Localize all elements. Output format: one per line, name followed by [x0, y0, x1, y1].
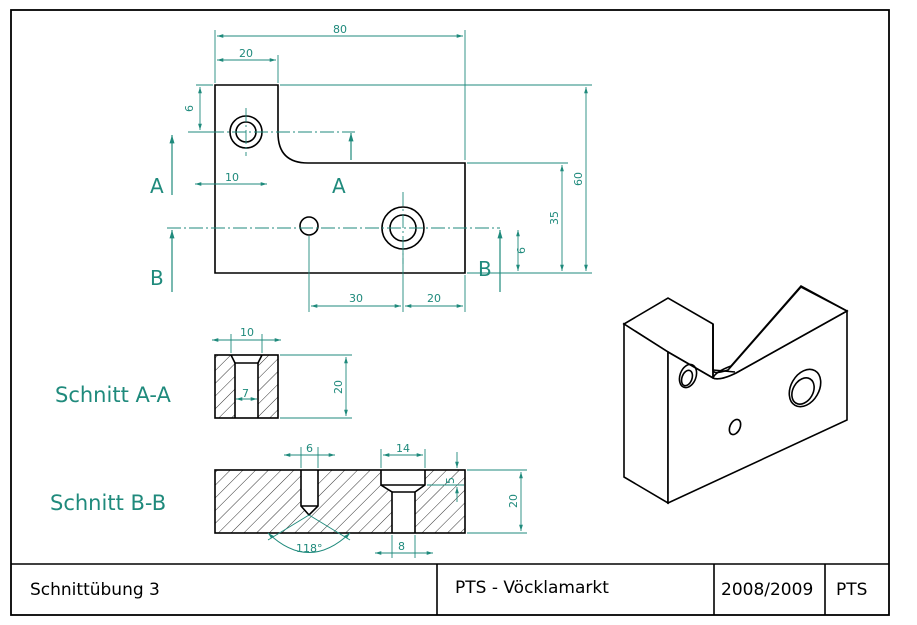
dim-bb-counterbore: 14	[396, 442, 410, 455]
dim-notch-width: 20	[239, 47, 253, 60]
dim-aa-height: 20	[332, 380, 345, 394]
section-a-view	[214, 354, 279, 419]
section-marker-b: B B	[150, 230, 503, 292]
drawing-code: PTS	[836, 580, 867, 600]
dim-hole-spacing: 30	[349, 292, 363, 305]
section-b-view	[214, 469, 466, 534]
dim-bb-small-hole: 6	[306, 442, 313, 455]
dim-total-height: 60	[572, 172, 585, 186]
isometric-view	[622, 284, 849, 505]
dim-notch-hole-x: 10	[225, 171, 239, 184]
section-b-dimensions: 6 14 5 20 8 118°	[267, 442, 527, 558]
dim-bb-counterbore-depth: 5	[444, 477, 457, 484]
dim-aa-hole: 7	[242, 387, 249, 400]
section-a-dimensions: 10 7 20	[212, 326, 352, 419]
dim-bb-angle: 118°	[296, 542, 323, 555]
section-b-right-label: B	[478, 257, 492, 281]
section-a-right-label: A	[332, 174, 346, 198]
drawing-frame	[10, 9, 890, 616]
front-dimensions: 80 20 6 10 60 35 6 30 20	[183, 23, 592, 312]
dim-bb-hole: 8	[398, 540, 405, 553]
drawing-title: Schnittübung 3	[30, 580, 160, 600]
dim-bb-height: 20	[507, 494, 520, 508]
dim-hole-right: 20	[427, 292, 441, 305]
section-a-left-label: A	[150, 174, 164, 198]
dim-lower-height: 35	[548, 211, 561, 225]
front-view	[167, 84, 500, 274]
school-year: 2008/2009	[721, 580, 813, 600]
dim-notch-hole-y: 6	[183, 105, 196, 112]
section-marker-a: A A	[150, 133, 354, 198]
section-b-left-label: B	[150, 266, 164, 290]
dim-top-width: 80	[333, 23, 347, 36]
dim-aa-width: 10	[240, 326, 254, 339]
section-a-title: Schnitt A-A	[55, 383, 171, 407]
dim-lower-hole-y: 6	[515, 247, 528, 254]
section-b-title: Schnitt B-B	[50, 491, 166, 515]
school-name: PTS - Vöcklamarkt	[455, 578, 609, 598]
